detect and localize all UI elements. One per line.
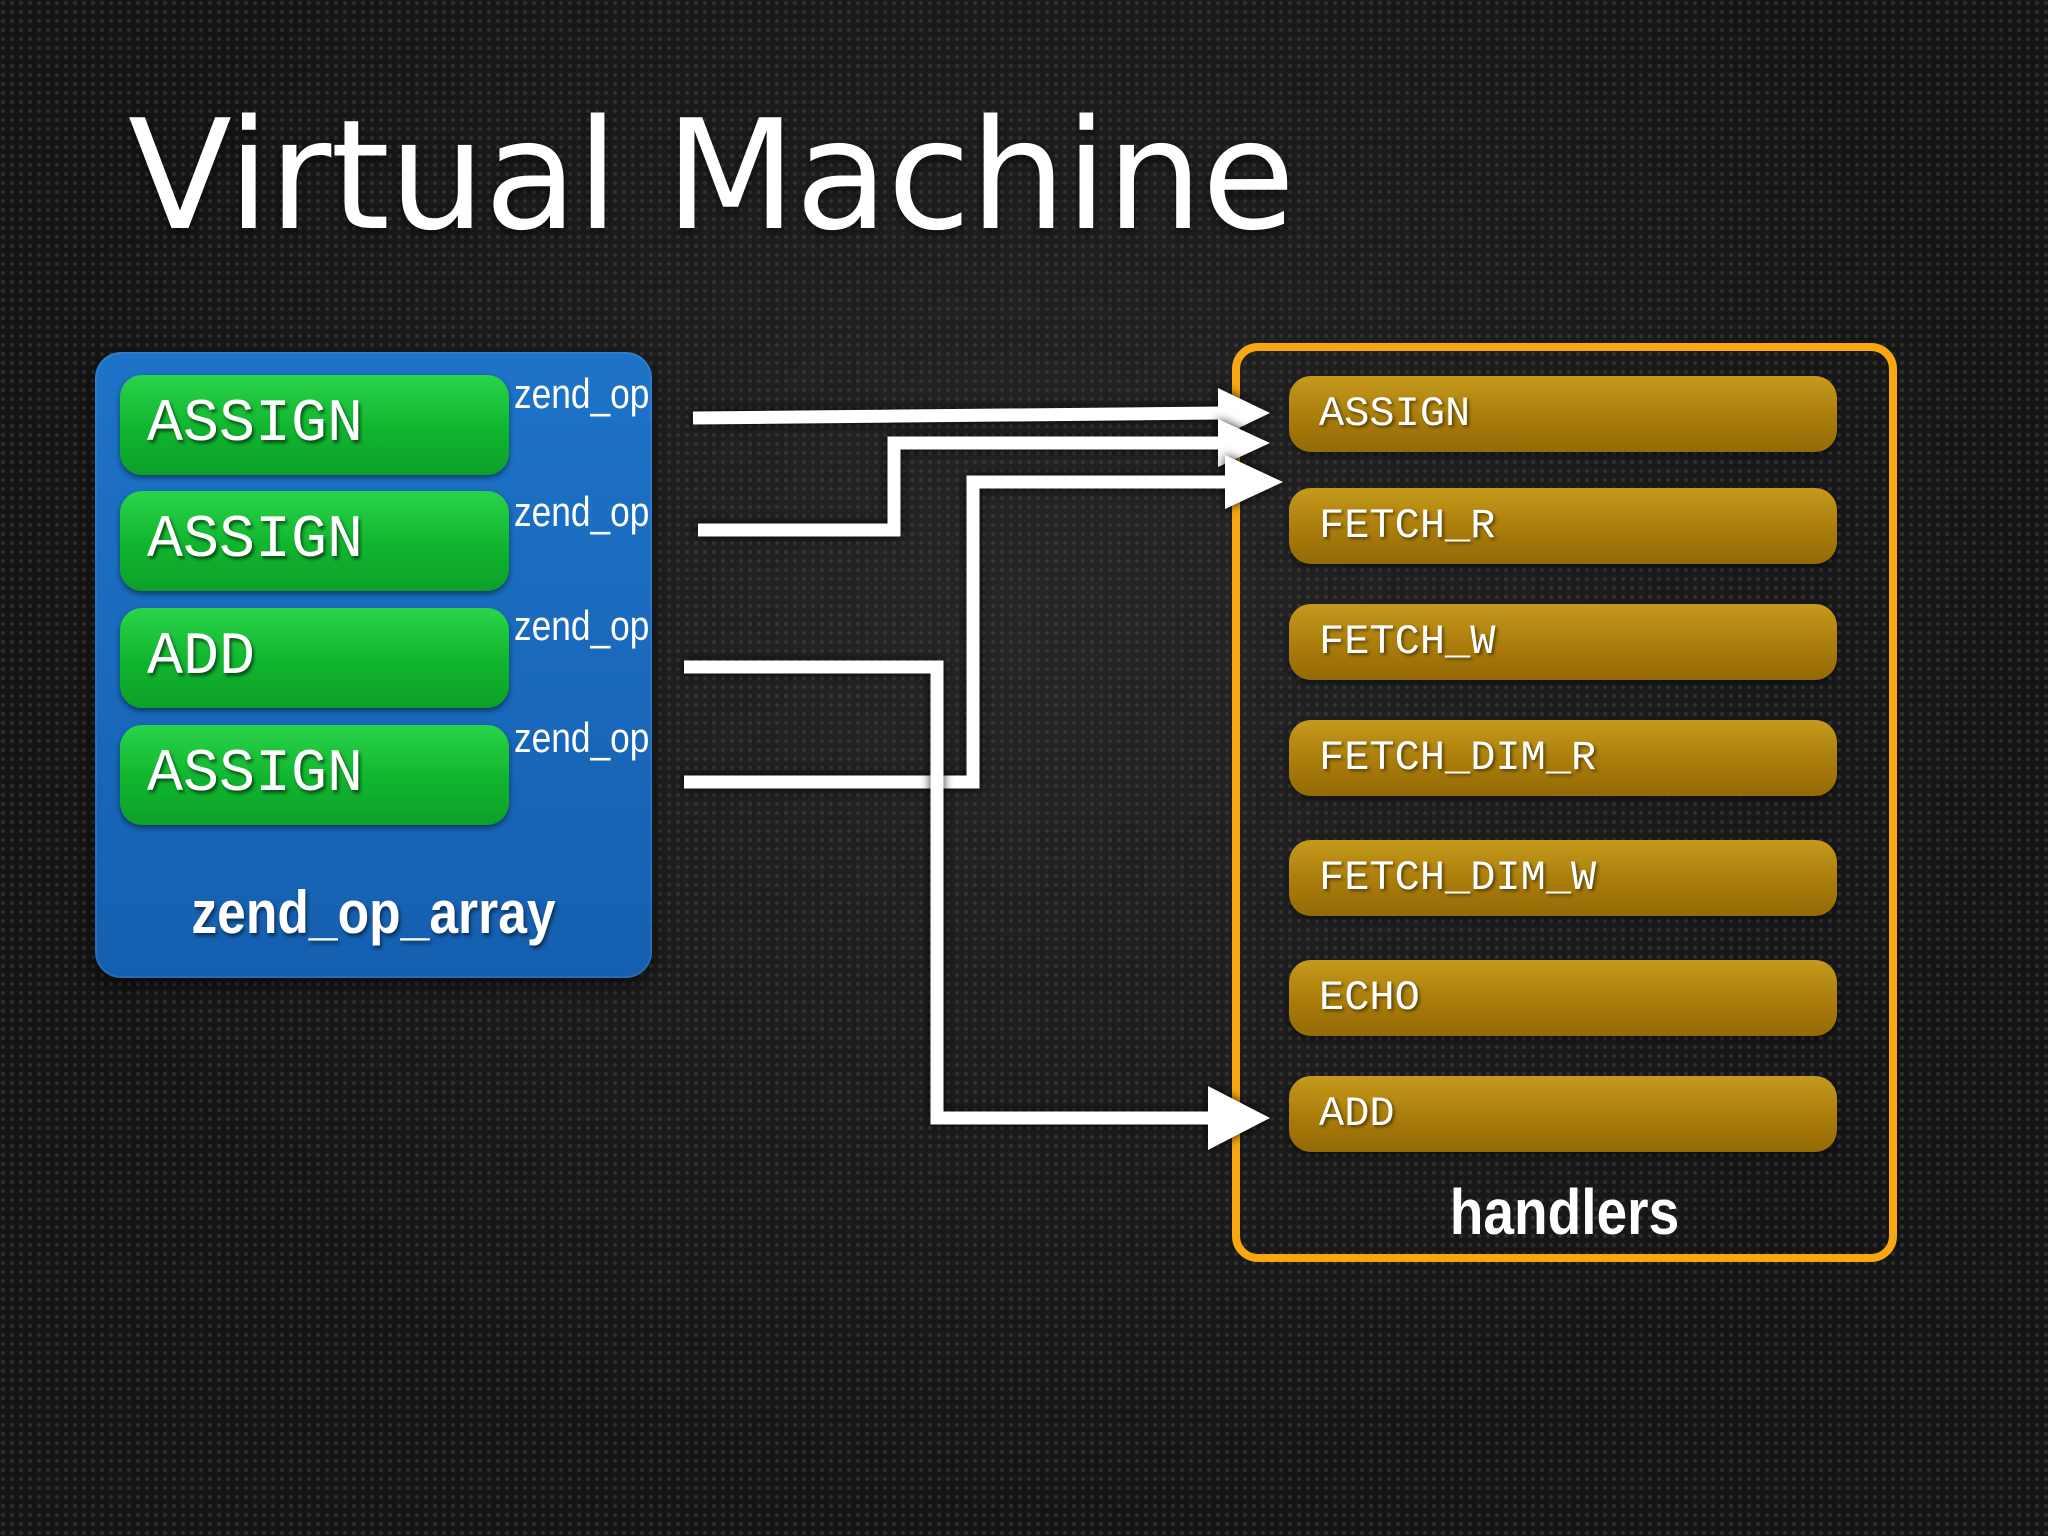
zend-op-tag-4: zend_op [514,714,650,761]
op-assign-1: ASSIGN [120,375,509,475]
handler-label: FETCH_DIM_W [1319,854,1597,902]
zend-op-array-box: ASSIGN ASSIGN ADD ASSIGN zend_op_array [95,352,652,978]
handlers-caption: handlers [1449,1176,1680,1248]
handler-add: ADD [1289,1076,1837,1152]
arrow-op1-to-assign-handler [692,388,1270,438]
zend-op-tag-2: zend_op [514,488,650,535]
handler-fetch-w: FETCH_W [1289,604,1837,680]
op-array-caption: zend_op_array [191,879,556,946]
slide-title: Virtual Machine [128,87,1295,264]
handler-label: FETCH_DIM_R [1319,734,1597,782]
op-label: ADD [147,624,256,692]
handler-fetch-dim-r: FETCH_DIM_R [1289,720,1837,796]
handler-echo: ECHO [1289,960,1837,1036]
handler-assign: ASSIGN [1289,376,1837,452]
arrow-op4-to-assign-handler [684,455,1283,789]
arrow-op3-to-add-handler [684,660,1270,1150]
handler-label: ECHO [1319,974,1420,1022]
arrow-op2-to-assign-handler [698,419,1270,537]
handler-label: FETCH_W [1319,618,1496,666]
zend-op-tag-3: zend_op [514,602,650,649]
op-label: ASSIGN [147,741,364,809]
zend-op-tag-1: zend_op [514,370,650,417]
op-label: ASSIGN [147,507,364,575]
handler-label: ASSIGN [1319,390,1471,438]
handler-label: FETCH_R [1319,502,1496,550]
op-add: ADD [120,608,509,708]
handler-fetch-r: FETCH_R [1289,488,1837,564]
handler-label: ADD [1319,1090,1395,1138]
op-assign-3: ASSIGN [120,725,509,825]
handler-fetch-dim-w: FETCH_DIM_W [1289,840,1837,916]
op-label: ASSIGN [147,391,364,459]
handlers-box: ASSIGN FETCH_R FETCH_W FETCH_DIM_R FETCH_DIM… [1232,343,1897,1262]
op-assign-2: ASSIGN [120,491,509,591]
